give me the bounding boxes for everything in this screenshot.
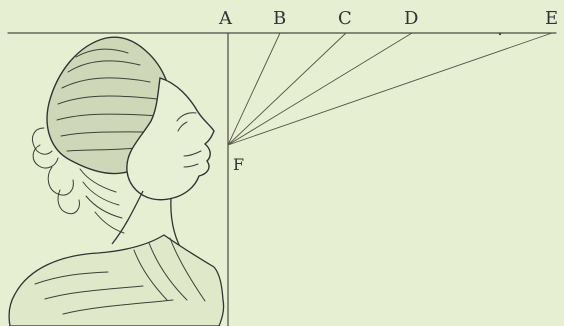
point-label-b: B [273,8,286,29]
point-label-e: E [545,8,558,29]
point-label-a: A [218,8,233,29]
point-label-c: C [338,8,352,29]
point-label-f: F [233,155,244,174]
horizon-mark-1 [499,33,501,35]
point-label-d: D [404,8,418,29]
